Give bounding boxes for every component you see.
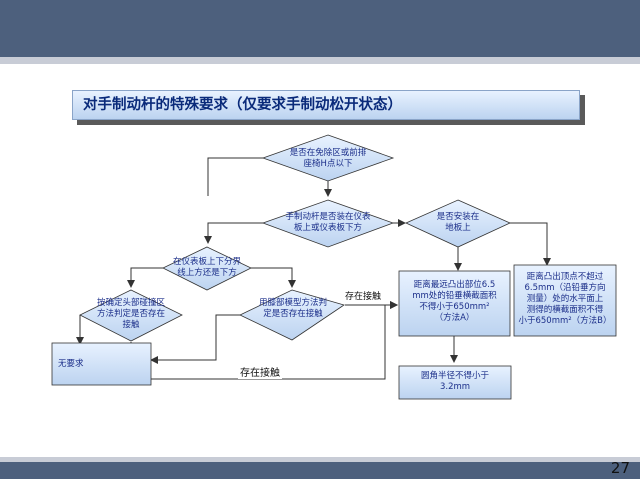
q6-line1: 用膝部模型方法判 — [258, 298, 327, 308]
q6-line2: 定是否存在接触 — [263, 309, 323, 319]
method-b-line5: 小于650mm²（方法B） — [518, 316, 612, 326]
q5-line1: 按确定头部碰撞区 — [96, 298, 165, 308]
method-a-line1: 距离最远凸出部位6.5 — [413, 280, 496, 290]
method-a-line3: 不得小于650mm² — [419, 302, 490, 312]
node-q3-diamond — [405, 199, 511, 248]
edge-q2-q4 — [204, 222, 264, 244]
q4-label: 在仪表板上下分界 线上方还是下方 — [162, 257, 252, 279]
q1-label: 是否在免除区或前排 座椅H点以下 — [270, 148, 386, 170]
nodes — [51, 134, 617, 400]
no-req-label: 无要求 — [58, 359, 118, 370]
q5-label: 按确定头部碰撞区 方法判定是否存在 接触 — [84, 298, 178, 331]
page-number: 27 — [610, 459, 630, 477]
q2-line1: 手制动杆是否装在仪表 — [285, 212, 371, 222]
slide-title-box: 对手制动杆的特殊要求（仅要求手制动松开状态） — [72, 90, 580, 120]
edge-label-contact-2: 存在接触 — [238, 368, 282, 379]
q6-label: 用膝部模型方法判 定是否存在接触 — [246, 298, 340, 320]
method-a-line2: mm处的铅垂横截面积 — [412, 291, 497, 301]
footer-stripe — [0, 457, 640, 462]
q5-line2: 方法判定是否存在 — [96, 309, 165, 319]
footer-bar — [0, 462, 640, 479]
edge-q4-q6 — [250, 267, 296, 288]
node-radius-box — [398, 365, 512, 400]
edge-q4-q5 — [127, 267, 163, 288]
q3-line2: 地板上 — [445, 223, 471, 233]
q3-line1: 是否安装在 — [436, 212, 480, 222]
q4-line2: 线上方还是下方 — [177, 268, 237, 278]
q1-line2: 座椅H点以下 — [303, 159, 353, 169]
no-req-text: 无要求 — [58, 359, 84, 369]
edge-q3-method-b — [510, 222, 551, 266]
node-q6-diamond — [239, 289, 345, 341]
method-a-line4: （方法A） — [434, 313, 475, 323]
method-b-line4: 测得的横截面积不得 — [526, 305, 604, 315]
slide-title: 对手制动杆的特殊要求（仅要求手制动松开状态） — [83, 97, 402, 113]
node-method-b-box — [513, 264, 617, 337]
method-b-line2: 6.5mm（沿铅垂方向 — [524, 283, 606, 293]
connectors — [76, 157, 551, 380]
node-method-a-box — [398, 270, 511, 337]
radius-label: 圆角半径不得小于 3.2mm — [399, 371, 511, 393]
node-q1-diamond — [261, 134, 395, 182]
q1-line1: 是否在免除区或前排 — [289, 148, 367, 158]
method-b-line3: 测量）处的水平面上 — [526, 294, 604, 304]
method-b-label: 距离凸出顶点不超过 6.5mm（沿铅垂方向 测量）处的水平面上 测得的横截面积不… — [514, 272, 616, 327]
q5-line3: 接触 — [122, 320, 140, 330]
node-no-req-box — [51, 342, 152, 386]
node-q2-diamond — [261, 199, 395, 248]
header-bar — [0, 0, 640, 57]
node-q4-diamond — [162, 246, 252, 291]
q2-label: 手制动杆是否装在仪表 板上或仪表板下方 — [268, 212, 388, 234]
edge-q6-no-req — [150, 314, 240, 364]
q3-label: 是否安装在 地板上 — [418, 212, 498, 234]
radius-line2: 3.2mm — [439, 382, 471, 392]
radius-line1: 圆角半径不得小于 — [420, 371, 489, 381]
edge-label-contact-1: 存在接触 — [345, 292, 382, 302]
edge-q1-no-req — [207, 157, 268, 196]
method-a-label: 距离最远凸出部位6.5 mm处的铅垂横截面积 不得小于650mm² （方法A） — [399, 280, 510, 324]
q4-line1: 在仪表板上下分界 — [172, 257, 241, 267]
q2-line2: 板上或仪表板下方 — [293, 223, 362, 233]
header-stripe — [0, 57, 640, 64]
node-q5-diamond — [79, 289, 183, 342]
method-b-line1: 距离凸出顶点不超过 — [526, 272, 604, 282]
